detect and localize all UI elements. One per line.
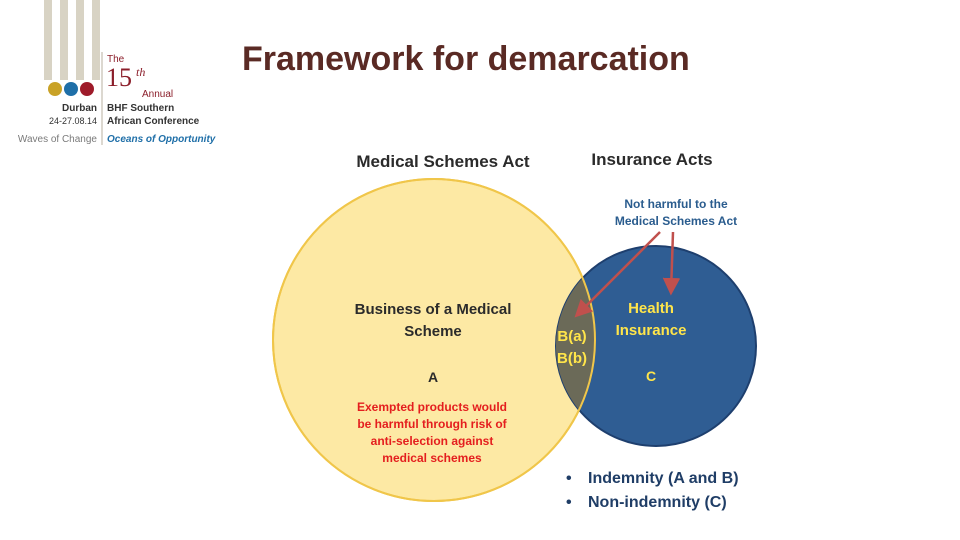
logo-city: Durban — [62, 103, 97, 114]
logo-gold-dot — [48, 82, 62, 96]
insurance-acts-label: Insurance Acts — [591, 150, 712, 169]
logo-annual: Annual — [142, 89, 173, 100]
health-insurance-line1: Health — [628, 300, 674, 317]
logo-stripe-1 — [44, 0, 52, 80]
logo-tagline-left: Waves of Change — [18, 134, 98, 145]
logo-red-dot — [80, 82, 94, 96]
logo-stripe-4 — [92, 0, 100, 80]
logo-dates: 24-27.08.14 — [49, 116, 97, 126]
medical-schemes-act-label: Medical Schemes Act — [356, 152, 530, 171]
logo-ordinal: th — [136, 65, 145, 79]
region-a-letter: A — [428, 369, 438, 385]
logo-org: BHF Southern — [107, 103, 174, 114]
business-of-medical-scheme-line2: Scheme — [404, 323, 462, 340]
overlap-label-ba: B(a) — [557, 328, 586, 345]
callout-line1: Not harmful to the — [624, 197, 728, 211]
callout-arrow-to-health-insurance — [662, 231, 681, 296]
overlap-label-bb: B(b) — [557, 350, 587, 367]
bullet-indemnity: • Indemnity (A and B) — [566, 470, 739, 488]
callout-line2: Medical Schemes Act — [615, 214, 737, 228]
bullet-dot-icon: • — [566, 470, 572, 487]
bullet-non-indemnity-text: Non-indemnity (C) — [588, 494, 727, 511]
logo-blue-dot — [64, 82, 78, 96]
logo-number: 15 — [106, 63, 132, 92]
logo-stripe-2 — [60, 0, 68, 80]
health-insurance-line2: Insurance — [616, 322, 687, 339]
logo-event: African Conference — [107, 116, 200, 127]
medical-schemes-circle-outline — [272, 178, 596, 502]
region-c-letter: C — [646, 368, 656, 384]
logo-stripe-3 — [76, 0, 84, 80]
exempted-note-line2: be harmful through risk of — [357, 417, 507, 431]
business-of-medical-scheme-line1: Business of a Medical — [355, 301, 512, 318]
callout-arrow-to-overlap — [574, 231, 661, 318]
logo-the: The — [107, 54, 125, 65]
slide-title: Framework for demarcation — [242, 40, 690, 78]
exempted-note-line3: anti-selection against — [371, 434, 494, 448]
exempted-note-line1: Exempted products would — [357, 400, 507, 414]
bullet-indemnity-text: Indemnity (A and B) — [588, 470, 739, 487]
conference-logo: The 15 th Annual Durban 24-27.08.14 BHF … — [18, 0, 216, 145]
bullet-non-indemnity: • Non-indemnity (C) — [566, 494, 739, 512]
logo-tagline-right: Oceans of Opportunity — [107, 134, 216, 145]
bullet-dot-icon: • — [566, 494, 572, 511]
demarcation-bullet-list: • Indemnity (A and B) • Non-indemnity (C) — [566, 470, 739, 518]
exempted-note-line4: medical schemes — [382, 451, 482, 465]
